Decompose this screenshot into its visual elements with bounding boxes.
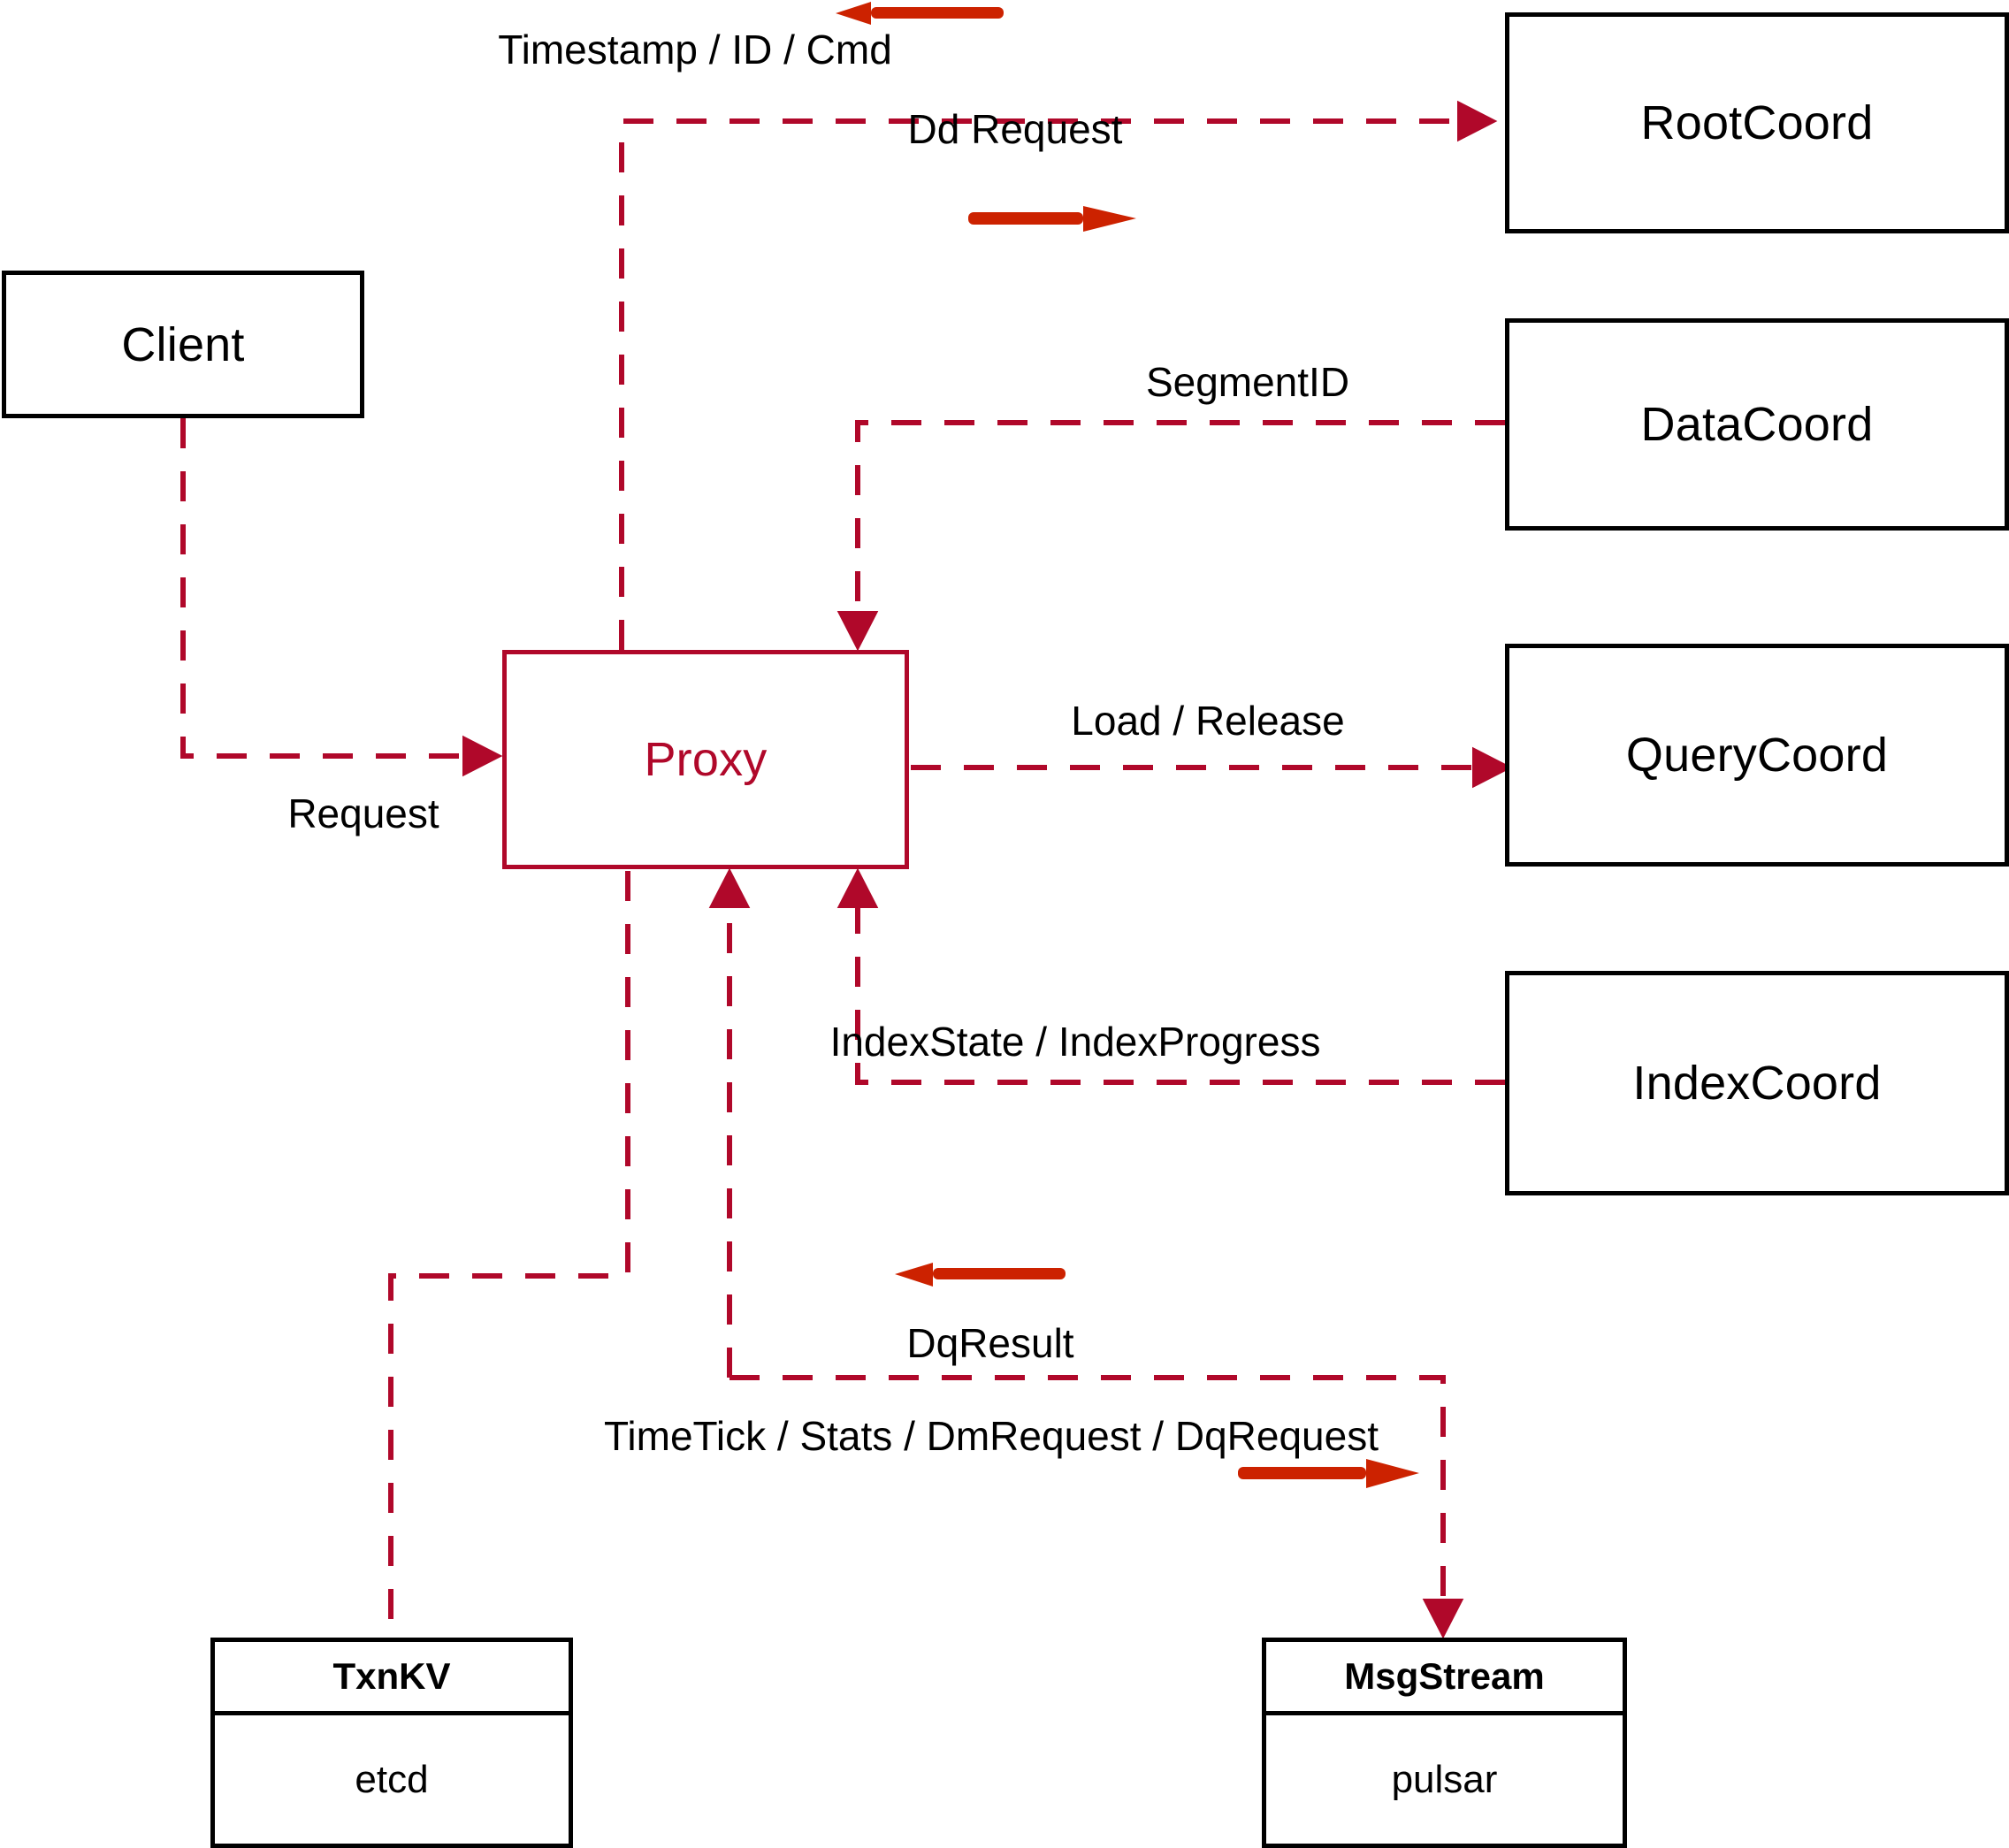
- node-proxy[interactable]: Proxy: [502, 650, 909, 869]
- direction-arrow-dqresult: [895, 1263, 1066, 1287]
- node-datacoord[interactable]: DataCoord: [1505, 318, 2009, 531]
- node-querycoord[interactable]: QueryCoord: [1505, 644, 2009, 867]
- node-msgstream-body: pulsar: [1391, 1757, 1498, 1801]
- node-txnkv[interactable]: TxnKV etcd: [210, 1638, 573, 1848]
- node-msgstream[interactable]: MsgStream pulsar: [1262, 1638, 1627, 1848]
- node-proxy-label: Proxy: [644, 733, 768, 786]
- node-rootcoord-label: RootCoord: [1640, 96, 1874, 149]
- node-rootcoord[interactable]: RootCoord: [1505, 12, 2009, 233]
- node-msgstream-header: MsgStream: [1266, 1642, 1623, 1715]
- direction-arrow-timetick-stats: [1238, 1459, 1419, 1488]
- direction-arrow-dd-request: [968, 206, 1136, 232]
- edge-datacoord-to-proxy: [836, 420, 1505, 652]
- edge-client-to-proxy: [180, 418, 503, 777]
- node-querycoord-label: QueryCoord: [1625, 729, 1889, 782]
- edge-proxy-to-rootcoord: [619, 100, 1498, 650]
- node-client-label: Client: [121, 317, 245, 371]
- node-indexcoord-label: IndexCoord: [1632, 1057, 1882, 1110]
- node-client[interactable]: Client: [2, 271, 364, 418]
- node-datacoord-label: DataCoord: [1640, 398, 1874, 451]
- edge-proxy-to-msgstream: [730, 1375, 1464, 1639]
- node-txnkv-body: etcd: [355, 1757, 429, 1801]
- direction-arrow-timestamp-id-cmd: [836, 2, 1004, 25]
- node-indexcoord[interactable]: IndexCoord: [1505, 971, 2009, 1195]
- edge-indexcoord-to-proxy: [836, 867, 1505, 1085]
- node-txnkv-header: TxnKV: [215, 1642, 569, 1715]
- edge-proxy-to-txnkv: [388, 871, 630, 1638]
